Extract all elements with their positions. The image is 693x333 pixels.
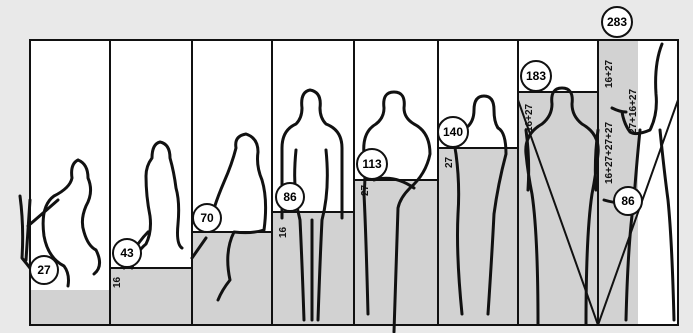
circle-label-70-text: 70: [200, 211, 214, 225]
circle-label-27: 27: [30, 256, 58, 284]
circle-label-86: 86: [276, 183, 304, 211]
side-label-16-27-27-27: 16+27+27+27: [604, 122, 615, 184]
side-label-27: 27: [360, 184, 371, 196]
circle-label-43-text: 43: [120, 246, 134, 260]
side-label-16-b: 16: [278, 226, 289, 238]
circle-label-140: 140: [438, 117, 468, 147]
side-label-16-27-top: 16+27: [604, 59, 615, 88]
circle-label-70: 70: [193, 204, 221, 232]
circle-label-183: 183: [521, 61, 551, 91]
circle-label-86-right-text: 86: [621, 194, 635, 208]
circle-label-113-text: 113: [362, 157, 382, 171]
circle-label-86-right: 86: [614, 187, 642, 215]
circle-label-86-text: 86: [283, 190, 297, 204]
circle-label-43: 43: [113, 239, 141, 267]
side-label-16-27: 16+27: [524, 103, 535, 132]
block-43: [110, 268, 192, 325]
block-70: [192, 232, 272, 325]
side-label-16: 16: [112, 276, 123, 288]
circle-label-183-text: 183: [526, 69, 546, 83]
circle-label-140-text: 140: [443, 125, 463, 139]
block-27: [30, 290, 110, 325]
block-140: [438, 148, 518, 325]
side-label-27-16-27: 27+16+27: [628, 89, 639, 134]
circle-label-27-text: 27: [37, 263, 51, 277]
circle-label-113: 113: [357, 149, 387, 179]
circle-label-283: 283: [602, 7, 632, 37]
side-label-27-b: 27: [444, 156, 455, 168]
circle-label-283-text: 283: [607, 15, 627, 29]
